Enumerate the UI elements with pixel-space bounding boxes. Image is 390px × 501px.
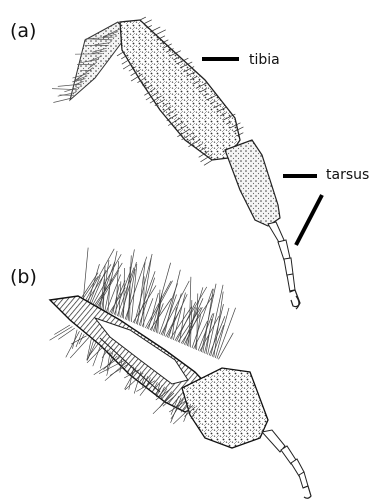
panel-label-b: (b) bbox=[10, 266, 37, 288]
tarsus-pointer-line-lower bbox=[296, 195, 322, 245]
leg-b-distal-tarsus bbox=[262, 430, 311, 498]
tarsus-label: tarsus bbox=[326, 167, 369, 183]
leg-a-tibia bbox=[117, 17, 243, 165]
tibia-label: tibia bbox=[249, 52, 280, 68]
leg-a-femur bbox=[52, 22, 128, 102]
leg-b bbox=[50, 248, 311, 499]
panel-label-a: (a) bbox=[10, 20, 36, 42]
leg-a-tarsus bbox=[225, 140, 300, 309]
